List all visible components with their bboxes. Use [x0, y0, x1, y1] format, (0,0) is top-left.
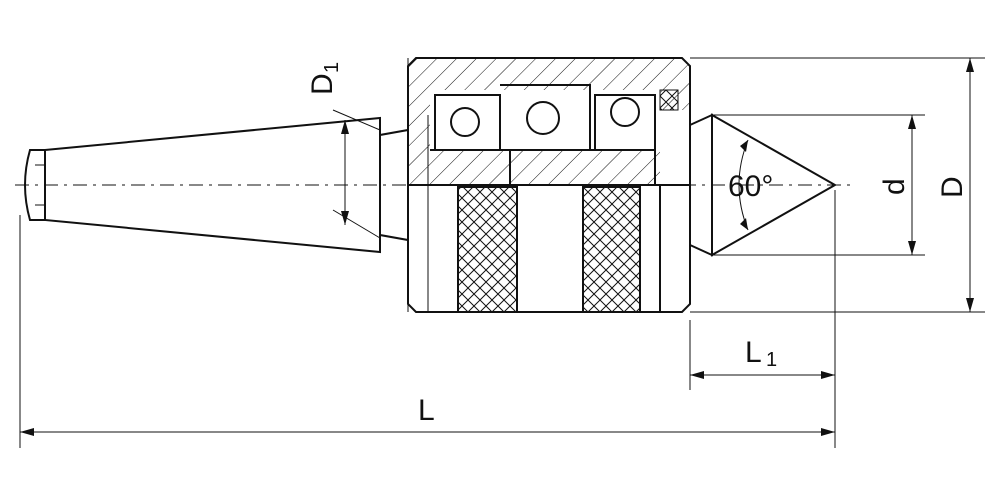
D1-label: D	[306, 73, 339, 95]
d-label: d	[878, 178, 911, 195]
dimension-D: D	[936, 58, 974, 312]
angle-label: 60°	[728, 170, 773, 203]
dimension-d: d	[878, 115, 916, 255]
dimension-L1: L 1	[690, 336, 835, 379]
L1-subscript: 1	[766, 349, 777, 371]
center-cone: 60°	[689, 113, 838, 257]
L1-label: L	[745, 336, 762, 369]
extension-lines	[19, 57, 985, 448]
dimension-D1: D 1	[306, 62, 381, 239]
D1-subscript: 1	[321, 62, 343, 73]
housing-body	[407, 57, 691, 313]
D-label: D	[936, 176, 969, 198]
L-label: L	[418, 394, 435, 427]
dimension-L: L	[20, 394, 835, 436]
